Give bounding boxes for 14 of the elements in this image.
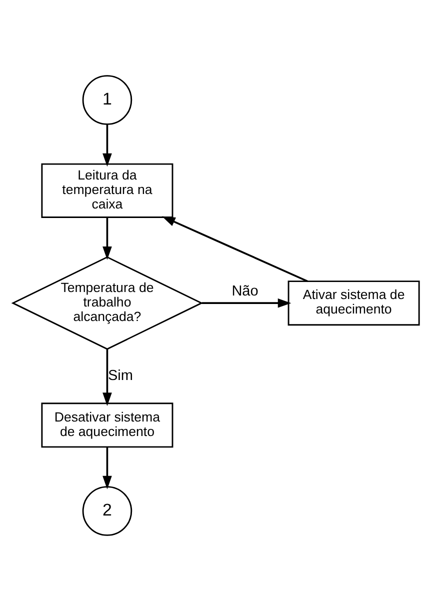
edge-label: Sim xyxy=(108,368,133,384)
edge-label: Não xyxy=(232,283,258,300)
arrow xyxy=(102,217,112,260)
node-box: Desativar sistema de aquecimento xyxy=(41,402,174,448)
arrow xyxy=(102,124,112,167)
arrow xyxy=(102,447,112,490)
arrow xyxy=(162,216,308,282)
arrow xyxy=(202,298,292,308)
node-box: Ativar sistema de aquecimento xyxy=(288,280,420,326)
node-circle: 1 xyxy=(82,75,132,125)
node-diamond: Temperatura de trabalho alcançada? xyxy=(11,256,204,350)
node-box: Leitura da temperatura na caixa xyxy=(41,163,174,218)
arrow xyxy=(102,349,112,406)
node-circle: 2 xyxy=(82,486,132,536)
